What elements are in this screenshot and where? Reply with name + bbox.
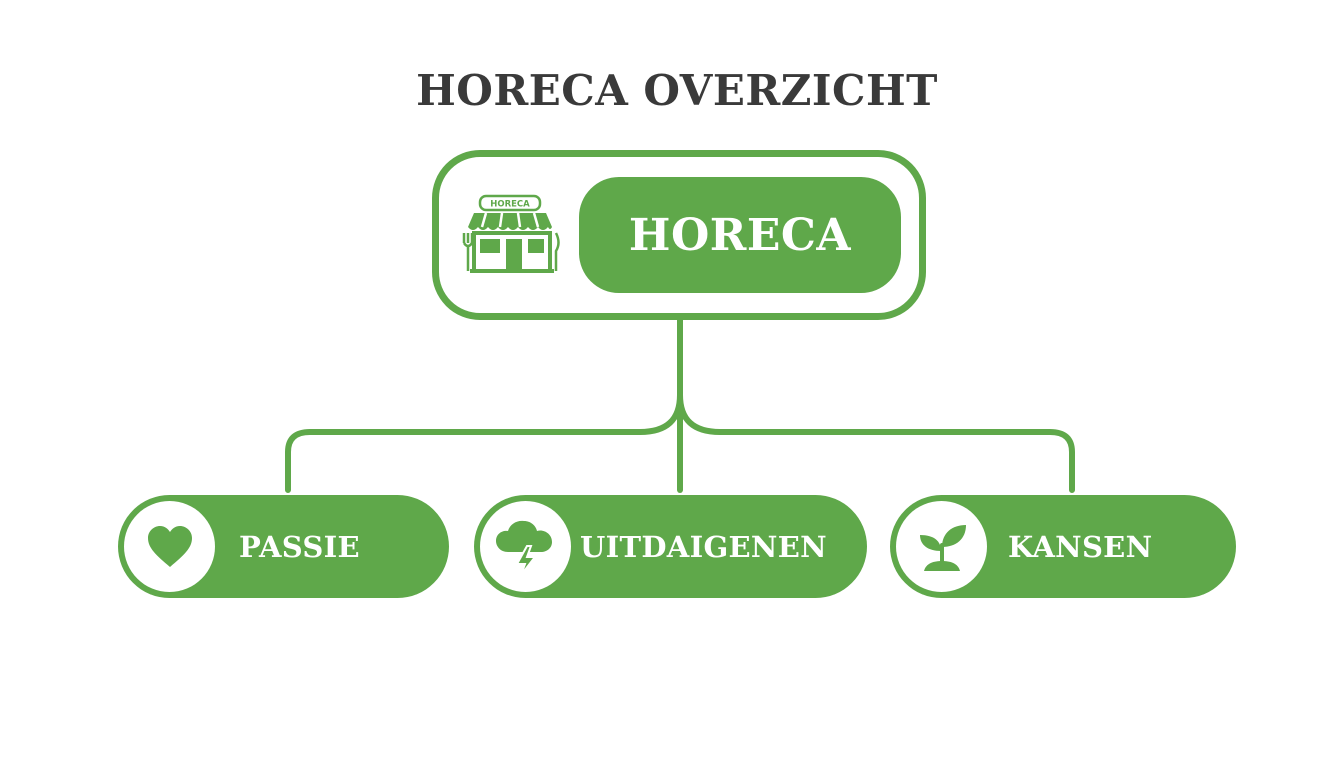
child-node-uitdaigenen[interactable]: UITDAIGENEN [474, 495, 867, 598]
child-node-label: UITDAIGENEN [580, 529, 827, 564]
root-node-label: HORECA [579, 177, 901, 293]
connector-right [677, 392, 1075, 493]
page-title: HORECA OVERZICHT [416, 66, 938, 115]
connector-left [285, 392, 683, 493]
child-node-label: KANSEN [1008, 529, 1153, 564]
child-node-passie[interactable]: PASSIE [118, 495, 449, 598]
sprout-icon [919, 524, 966, 571]
heart-icon [147, 525, 192, 567]
storm-cloud-lightning-icon [495, 520, 552, 576]
icon-badge [480, 501, 571, 592]
storefront-sign-text: HORECA [490, 200, 530, 210]
child-node-label: PASSIE [239, 529, 360, 564]
icon-badge [124, 501, 215, 592]
restaurant-storefront-icon: HORECA [462, 194, 560, 273]
child-node-kansen[interactable]: KANSEN [890, 495, 1236, 598]
icon-badge [896, 501, 987, 592]
